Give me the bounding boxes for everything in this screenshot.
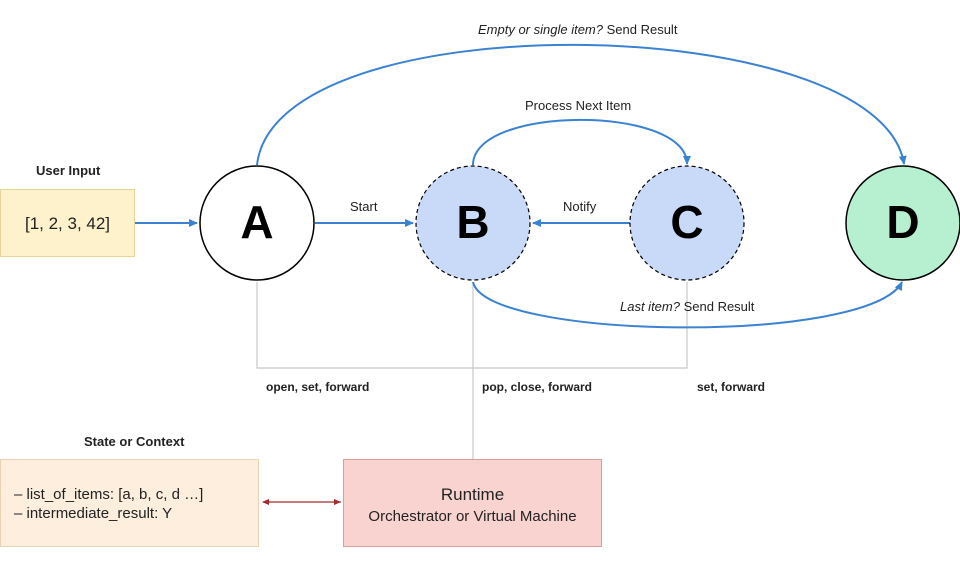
runtime-subtitle: Orchestrator or Virtual Machine xyxy=(368,508,577,525)
node-c xyxy=(629,165,745,281)
node-b xyxy=(415,165,531,281)
node-a-label: A xyxy=(240,196,274,248)
connector-a-c xyxy=(256,282,688,369)
user-input-value: [1, 2, 3, 42] xyxy=(24,214,111,233)
node-b-label: B xyxy=(456,196,490,248)
arrow-b-to-d-last xyxy=(472,281,903,329)
edge-label-empty-condition: Empty or single item? xyxy=(478,22,603,37)
user-input-box: [1, 2, 3, 42] xyxy=(0,189,135,257)
edge-label-last: Last item? Send Result xyxy=(620,299,754,314)
edge-label-last-action: Send Result xyxy=(679,299,755,314)
edge-label-last-condition: Last item? xyxy=(620,299,680,314)
node-d-label: D xyxy=(886,196,920,248)
state-item-list: – list_of_items: [a, b, c, d …] xyxy=(14,486,204,503)
ops-label-a: open, set, forward xyxy=(266,380,370,394)
edge-label-start: Start xyxy=(350,199,378,214)
edge-label-process-next: Process Next Item xyxy=(525,98,632,113)
node-a xyxy=(199,165,315,281)
arrow-a-to-d-empty xyxy=(256,43,907,166)
ops-label-c: set, forward xyxy=(697,380,766,394)
node-c-label: C xyxy=(670,196,704,248)
state-item-result: – intermediate_result: Y xyxy=(14,505,173,522)
state-heading: State or Context xyxy=(84,434,185,449)
runtime-box: Runtime Orchestrator or Virtual Machine xyxy=(343,459,602,547)
ops-label-b: pop, close, forward xyxy=(482,380,593,394)
edge-label-empty: Empty or single item? Send Result xyxy=(478,22,677,37)
edge-label-notify: Notify xyxy=(563,199,597,214)
arrow-b-to-c-process xyxy=(472,118,691,166)
edge-label-empty-action: Send Result xyxy=(603,22,678,37)
user-input-heading: User Input xyxy=(36,163,101,178)
node-d xyxy=(845,165,960,281)
runtime-title: Runtime xyxy=(440,485,505,504)
state-box: – list_of_items: [a, b, c, d …] – interm… xyxy=(0,459,259,547)
